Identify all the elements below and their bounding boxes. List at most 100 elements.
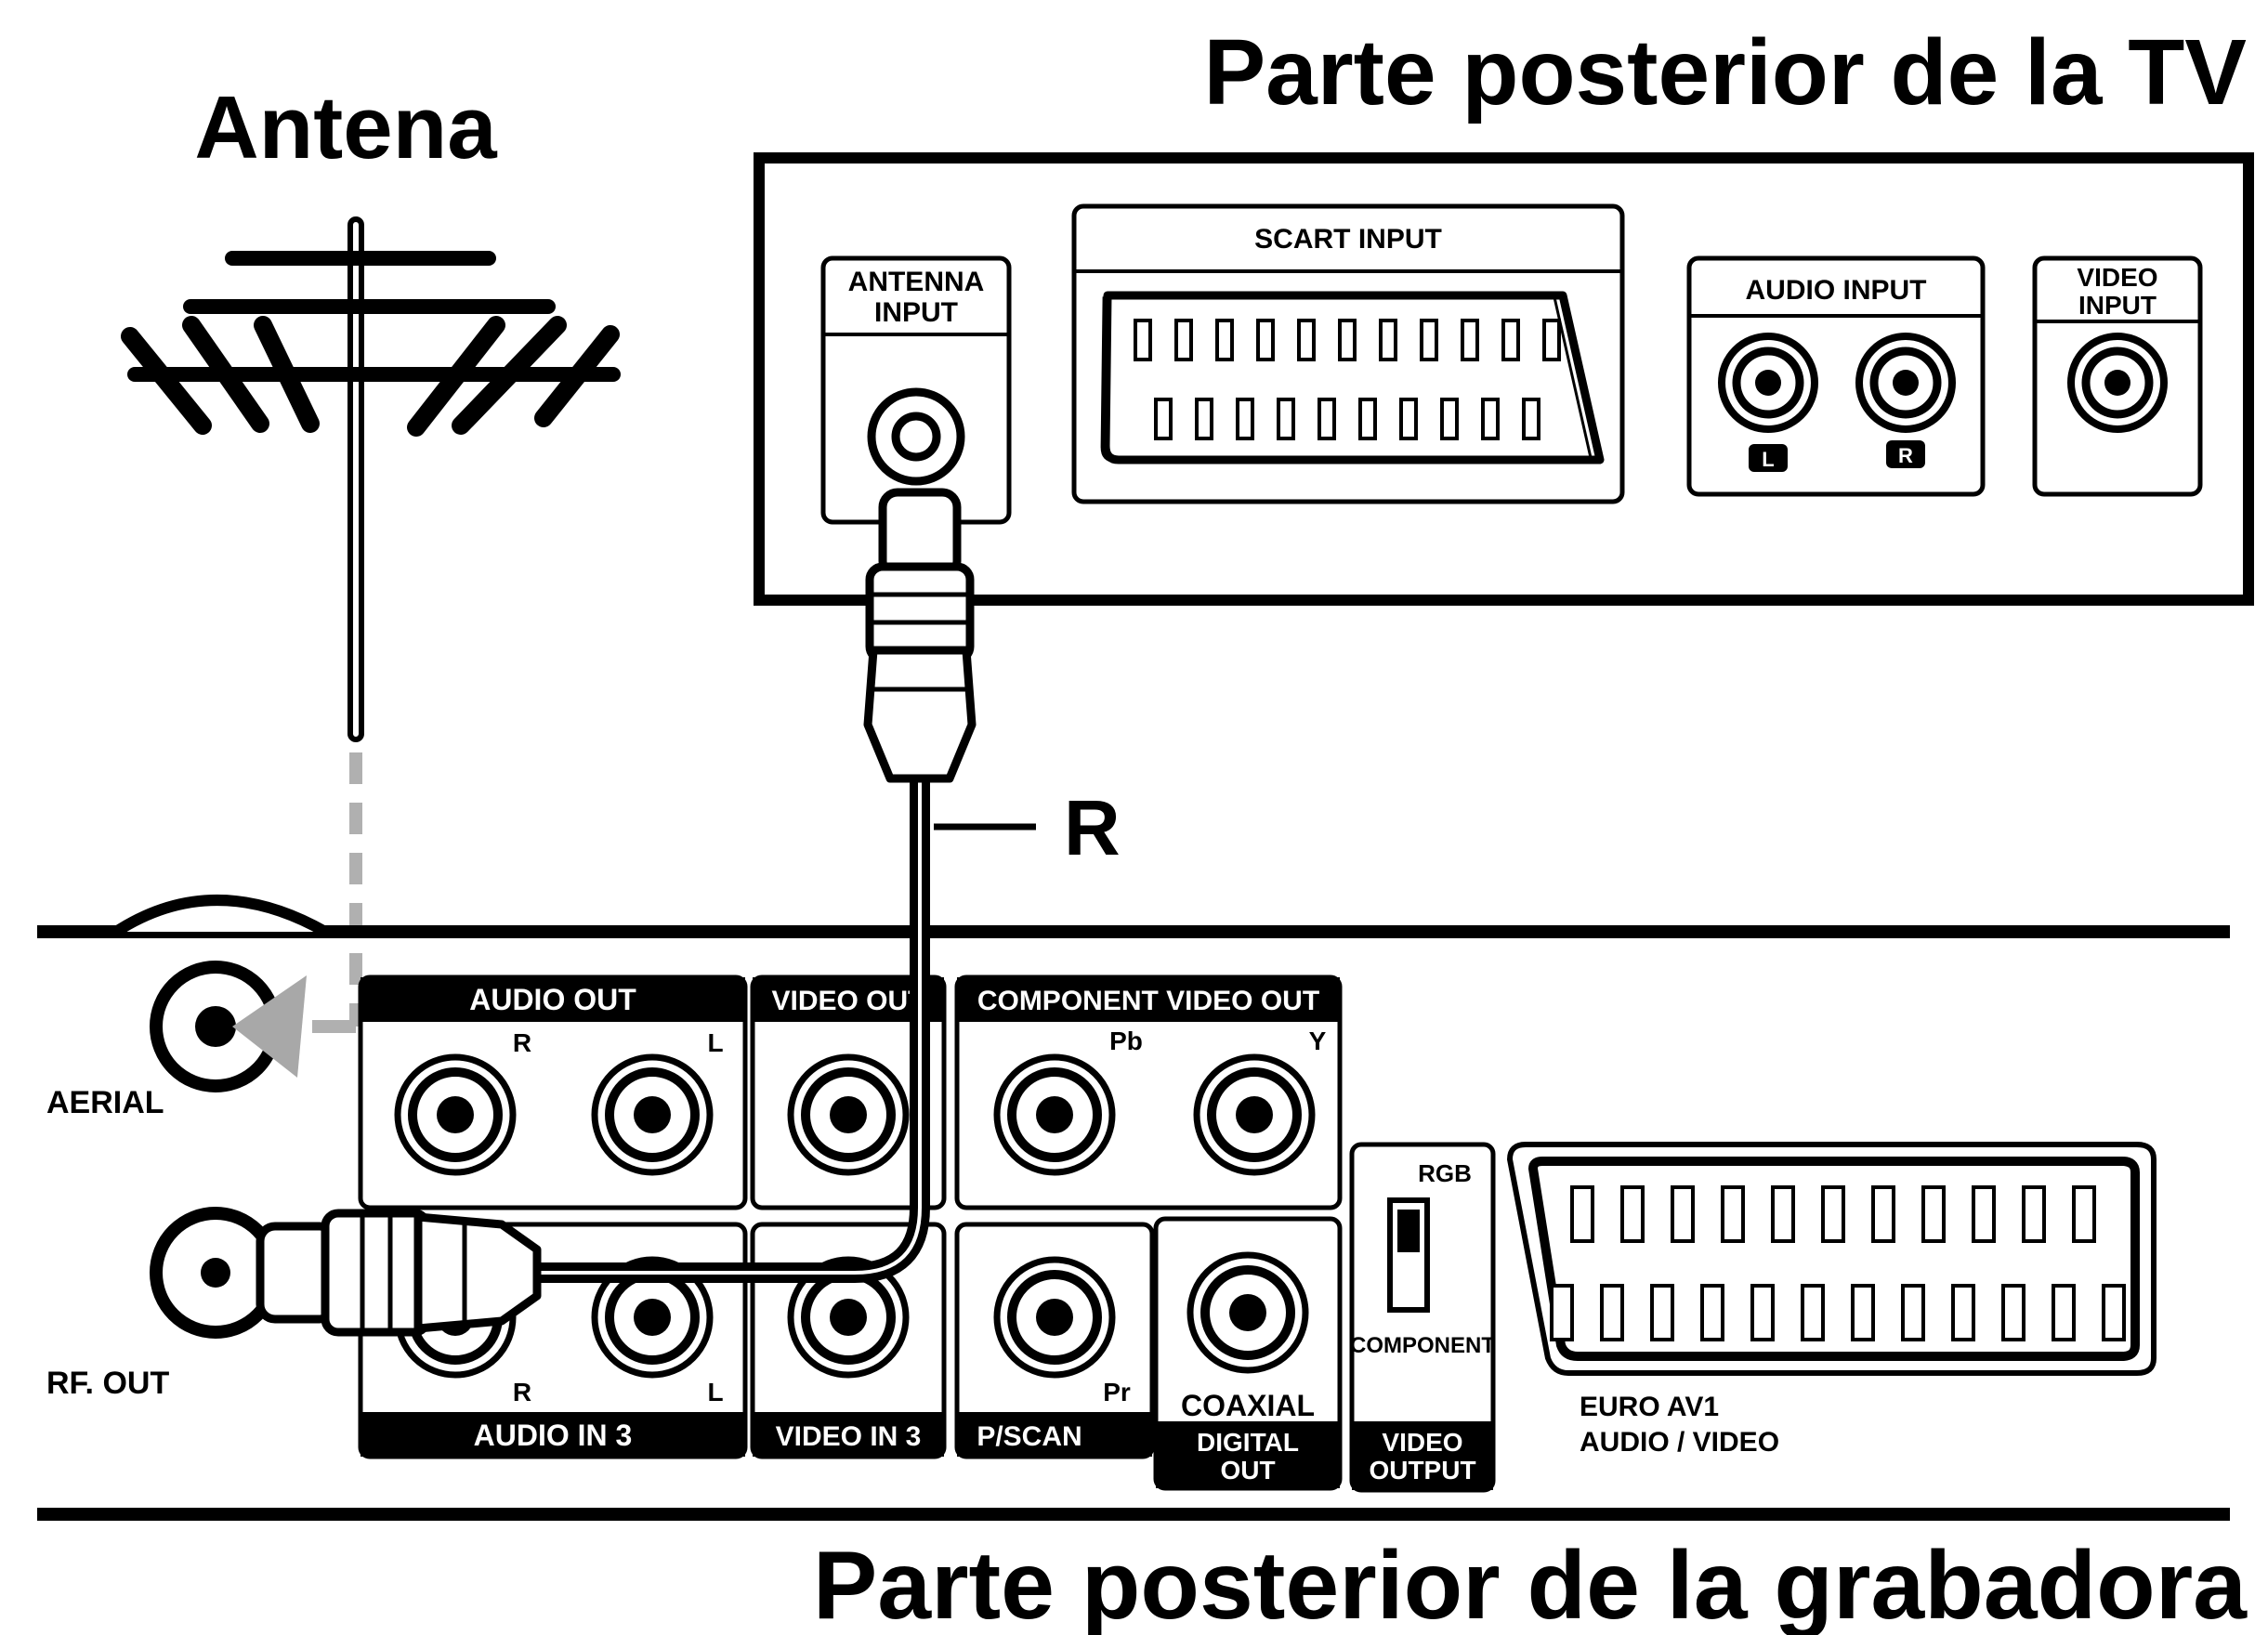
scart-pin: [1215, 319, 1234, 361]
pb-label: Pb: [1109, 1027, 1143, 1055]
tv-audio-l-badge: L: [1762, 448, 1774, 471]
tv-video-input[interactable]: VIDEO INPUT: [2032, 255, 2203, 497]
y-jack[interactable]: [1197, 1057, 1312, 1172]
scart-pin: [1600, 1284, 1624, 1341]
video-out-jack[interactable]: [791, 1057, 906, 1172]
video-in-3-block: VIDEO IN 3: [750, 1222, 947, 1459]
component-video-out-block: COMPONENT VIDEO OUT Pb Y P/SCAN Pr: [954, 974, 1343, 1459]
scart-pin: [1399, 398, 1418, 440]
y-label: Y: [1309, 1027, 1327, 1055]
audio-input-label: AUDIO INPUT: [1746, 275, 1927, 306]
euro-av1-scart[interactable]: [1506, 1142, 2157, 1376]
scart-pin: [1901, 1284, 1925, 1341]
video-output-label-2: OUTPUT: [1369, 1456, 1475, 1485]
scart-pin: [2072, 1185, 2096, 1243]
antenna-input-label-2: INPUT: [874, 297, 958, 328]
tv-audio-input[interactable]: AUDIO INPUT L R: [1686, 255, 1986, 497]
coaxial-label: COAXIAL: [1181, 1389, 1315, 1422]
audio-out-l-jack[interactable]: [595, 1057, 710, 1172]
scart-pin: [1570, 1185, 1594, 1243]
euro-av1-label-1: EURO AV1: [1580, 1392, 1719, 1422]
rf-out-label: RF. OUT: [46, 1366, 169, 1401]
digital-out-label-1: DIGITAL: [1197, 1428, 1299, 1457]
scart-pin: [2102, 1284, 2126, 1341]
scart-pin: [1550, 1284, 1574, 1341]
antenna-icon: [121, 216, 621, 742]
scart-pin: [1871, 1185, 1895, 1243]
pb-jack[interactable]: [997, 1057, 1112, 1172]
scart-pin: [1174, 319, 1193, 361]
scart-pin: [1750, 1284, 1775, 1341]
scart-pin: [1972, 1185, 1996, 1243]
scart-pin: [1851, 1284, 1875, 1341]
component-video-out-label: COMPONENT VIDEO OUT: [977, 986, 1319, 1016]
scart-pin: [1134, 319, 1152, 361]
scart-pin: [1154, 398, 1173, 440]
digital-out-block: COAXIAL DIGITAL OUT: [1153, 1216, 1343, 1491]
video-input-label-2: INPUT: [2078, 291, 2157, 320]
recorder-rear-title: Parte posterior de la grabadora: [813, 1532, 2248, 1635]
audio-out-r-label: R: [513, 1028, 531, 1057]
recorder-aerial-bump: [112, 895, 328, 937]
scart-pin: [1501, 319, 1520, 361]
audio-out-block: AUDIO OUT R L: [358, 974, 748, 1210]
scart-pins: [1134, 319, 1561, 440]
audio-in-r-label: R: [513, 1378, 531, 1406]
scart-pin: [1542, 319, 1561, 361]
scart-pin: [1420, 319, 1438, 361]
scart-pin: [1379, 319, 1397, 361]
audio-out-label: AUDIO OUT: [469, 983, 636, 1016]
scart-pin: [2022, 1185, 2046, 1243]
pr-jack[interactable]: [997, 1260, 1112, 1375]
scart-pin: [1671, 1185, 1695, 1243]
scart-pin: [1461, 319, 1479, 361]
audio-in-l-label: L: [707, 1378, 723, 1406]
audio-out-r-jack[interactable]: [398, 1057, 513, 1172]
video-in-3-label: VIDEO IN 3: [776, 1421, 922, 1452]
video-output-switch[interactable]: [1387, 1197, 1430, 1313]
scart-pin: [1297, 319, 1316, 361]
scart-pin: [1338, 319, 1357, 361]
video-out-block: VIDEO OUT: [750, 974, 947, 1210]
scart-pin: [1440, 398, 1459, 440]
euro-av1-label-2: AUDIO / VIDEO: [1580, 1427, 1779, 1458]
tv-scart-input[interactable]: SCART INPUT: [1071, 203, 1625, 504]
rgb-label: RGB: [1418, 1159, 1472, 1187]
audio-in-3-label: AUDIO IN 3: [474, 1419, 633, 1452]
scart-pin: [1801, 1284, 1825, 1341]
coaxial-jack[interactable]: [1190, 1255, 1305, 1370]
video-out-label: VIDEO OUT: [771, 986, 924, 1016]
scart-pin: [1650, 1284, 1674, 1341]
digital-out-label-2: OUT: [1220, 1456, 1275, 1485]
scart-pin: [1921, 1185, 1946, 1243]
tv-antenna-input[interactable]: ANTENNA INPUT: [820, 255, 1012, 525]
scart-pin: [1771, 1185, 1795, 1243]
scart-pin: [1481, 398, 1500, 440]
tv-audio-r-badge: R: [1898, 444, 1913, 467]
antenna-plug-arrow: [232, 975, 307, 1078]
scart-pin: [1522, 398, 1540, 440]
scart-pin: [1358, 398, 1377, 440]
p-scan-label: P/SCAN: [977, 1421, 1082, 1452]
audio-out-l-label: L: [707, 1028, 723, 1057]
component-label: COMPONENT: [1350, 1333, 1495, 1358]
video-output-label-1: VIDEO: [1382, 1428, 1462, 1457]
euro-scart-pins: [1550, 1185, 2126, 1341]
aerial-label: AERIAL: [46, 1085, 164, 1120]
scart-pin: [1821, 1185, 1845, 1243]
video-output-switch-block: RGB COMPONENT VIDEO OUTPUT: [1349, 1142, 1496, 1493]
video-input-label-1: VIDEO: [2077, 263, 2157, 292]
rf-cable: [256, 488, 1036, 1337]
antenna-title: Antena: [194, 78, 497, 177]
scart-pin: [2001, 1284, 2025, 1341]
scart-pin: [1620, 1185, 1645, 1243]
scart-pin: [1721, 1185, 1745, 1243]
scart-pin: [1277, 398, 1295, 440]
scart-input-label: SCART INPUT: [1254, 224, 1442, 255]
scart-pin: [1256, 319, 1275, 361]
tv-rear-title: Parte posterior de la TV: [1203, 20, 2247, 124]
pr-label: Pr: [1103, 1378, 1131, 1406]
scart-pin: [1236, 398, 1254, 440]
scart-pin: [1318, 398, 1336, 440]
